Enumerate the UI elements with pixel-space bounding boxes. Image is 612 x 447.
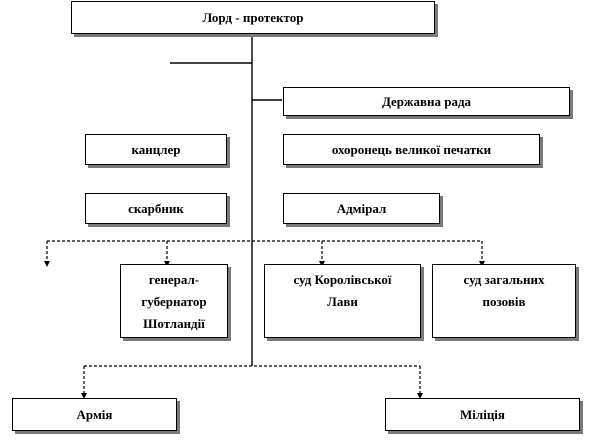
governor-line-1: генерал- [148, 272, 200, 287]
governor-line-2: губернатор [141, 294, 207, 309]
lord-protector-label: Лорд - протектор [202, 9, 304, 25]
state-council-label: Державна рада [381, 93, 472, 109]
seal-keeper-box: охоронець великої печатки [283, 134, 540, 165]
common-pleas-line-1: суд загальних [463, 272, 545, 287]
army-label: Армія [76, 406, 113, 422]
seal-keeper-label: охоронець великої печатки [331, 141, 492, 157]
militia-box: Міліція [385, 398, 580, 431]
army-box: Армія [12, 398, 177, 431]
governor-box: генерал- губернатор Шотландії [120, 264, 228, 338]
kings-bench-line-1: суд Королівської [293, 272, 392, 287]
governor-line-3: Шотландії [143, 316, 205, 331]
governor-label: генерал- губернатор Шотландії [141, 269, 206, 335]
treasurer-label: скарбник [128, 200, 184, 216]
kings-bench-box: суд Королівської Лави [264, 264, 421, 338]
state-council-box: Державна рада [283, 87, 570, 116]
kings-bench-line-2: Лави [327, 294, 358, 309]
chancellor-box: канцлер [85, 134, 227, 165]
kings-bench-label: суд Королівської Лави [293, 269, 391, 313]
admiral-label: Адмірал [336, 200, 387, 216]
admiral-box: Адмірал [283, 193, 440, 224]
chancellor-label: канцлер [131, 141, 181, 157]
treasurer-box: скарбник [85, 193, 227, 224]
common-pleas-line-2: позовів [482, 294, 526, 309]
common-pleas-label: суд загальних позовів [464, 269, 545, 313]
militia-label: Міліція [460, 406, 505, 422]
common-pleas-box: суд загальних позовів [432, 264, 576, 338]
lord-protector-box: Лорд - протектор [71, 1, 435, 34]
